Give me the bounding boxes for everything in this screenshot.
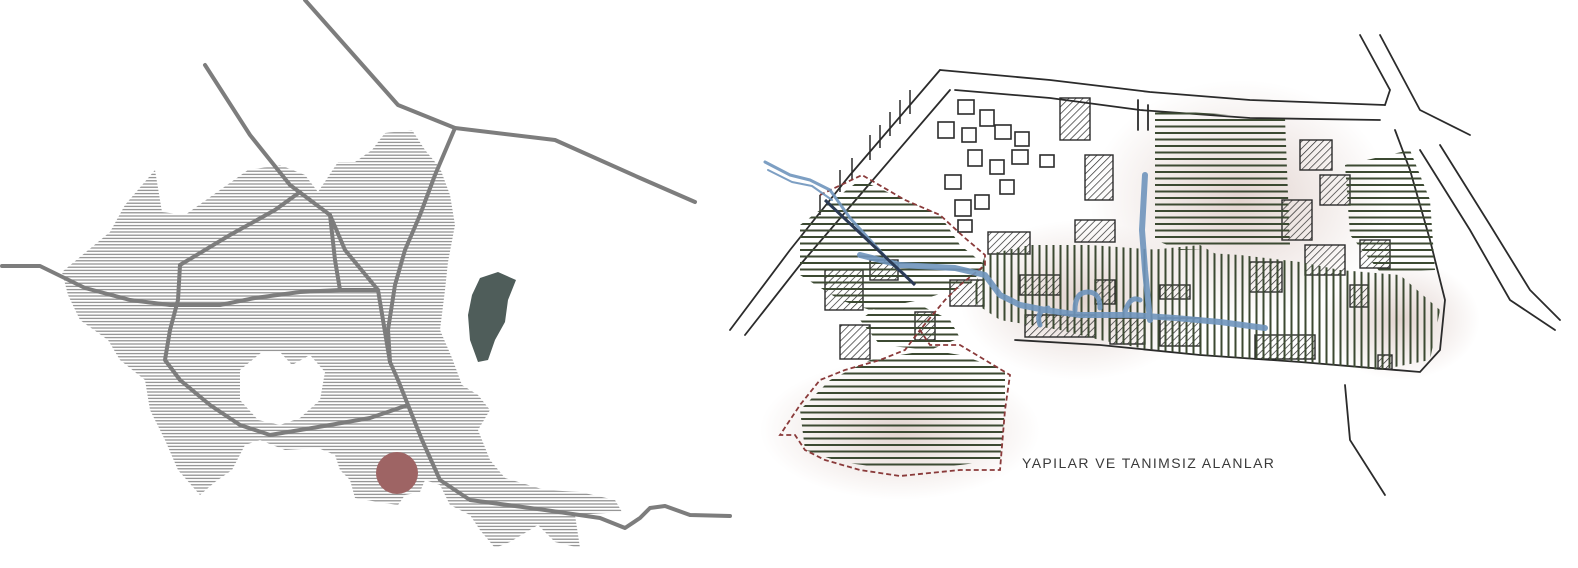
road-north-diagonal — [303, 0, 697, 204]
lake-shape — [468, 272, 516, 362]
urban-void-left — [240, 352, 325, 425]
site-boundary-dashed — [778, 173, 1011, 477]
context-map — [0, 0, 732, 548]
site-location-marker — [376, 452, 418, 494]
undefined-areas-hatching — [800, 110, 1440, 470]
road-south-link — [268, 403, 410, 437]
road-mid-link — [328, 213, 342, 292]
parcel-ticks — [819, 90, 911, 215]
building-outlines — [937, 99, 1055, 233]
map-caption: YAPILAR VE TANIMSIZ ALANLAR — [1022, 455, 1276, 471]
road-east-spine — [386, 126, 457, 364]
urban-area-hatched — [62, 130, 622, 548]
road-network — [0, 0, 732, 530]
road-inner-north — [178, 190, 302, 267]
road-inner-west — [163, 263, 272, 437]
site-sketch-map — [729, 34, 1561, 500]
road-bold-segment — [823, 198, 917, 287]
street-outlines — [729, 34, 1561, 496]
road-west — [0, 264, 380, 307]
